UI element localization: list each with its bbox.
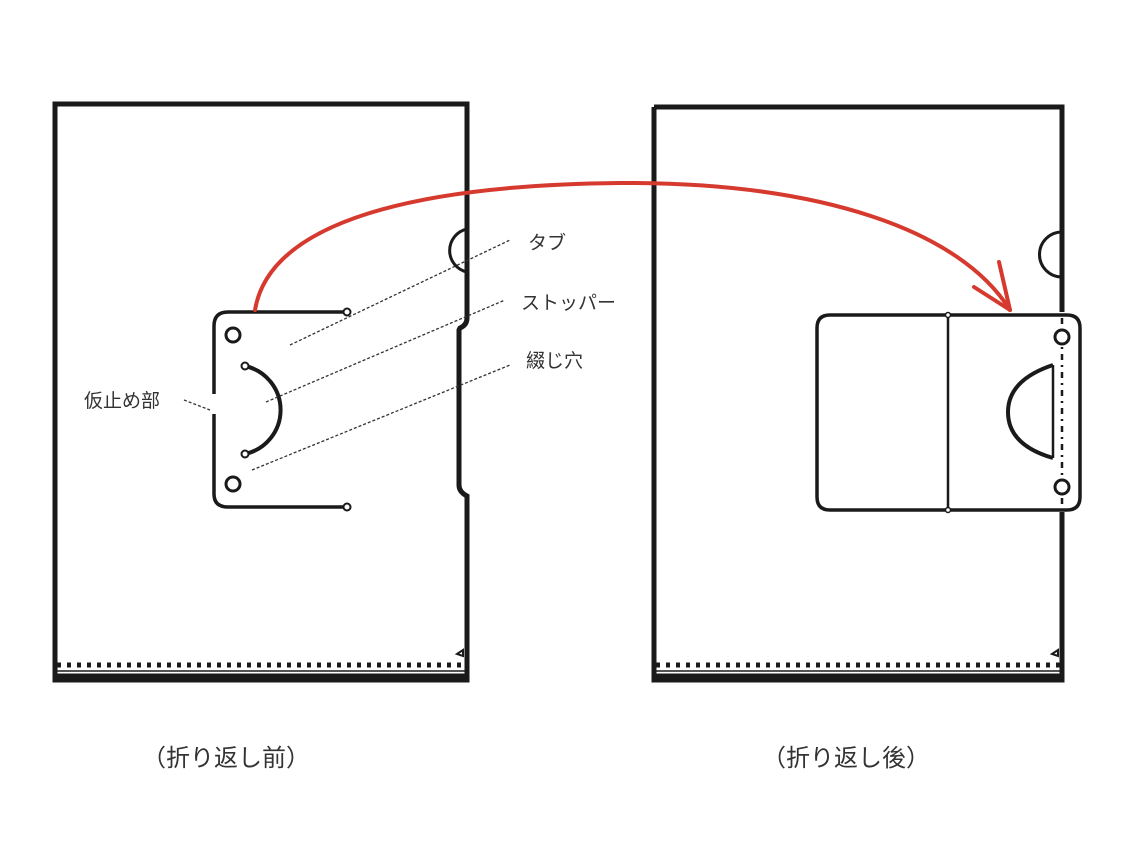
callout-label-binding-hole: 綴じ穴: [526, 350, 584, 372]
left-tab-plate: [212, 307, 352, 512]
caption-after-fold: （折り返し後）: [762, 744, 930, 772]
callout-leaders: [183, 239, 511, 471]
side-label-temporary-fastener: 仮止め部: [84, 390, 161, 412]
fold-arrow: [253, 180, 1012, 312]
binding-hole-bottom: [224, 475, 242, 493]
caption-before-fold: （折り返し前）: [142, 744, 310, 772]
callout-label-stopper: ストッパー: [521, 292, 617, 314]
left-folder-sheet: [52, 101, 470, 683]
binding-hole-top: [224, 326, 242, 344]
right-folder-sheet: [651, 104, 1065, 683]
callout-label-tab: タブ: [528, 232, 567, 254]
right-folded-tab: [815, 311, 1082, 514]
